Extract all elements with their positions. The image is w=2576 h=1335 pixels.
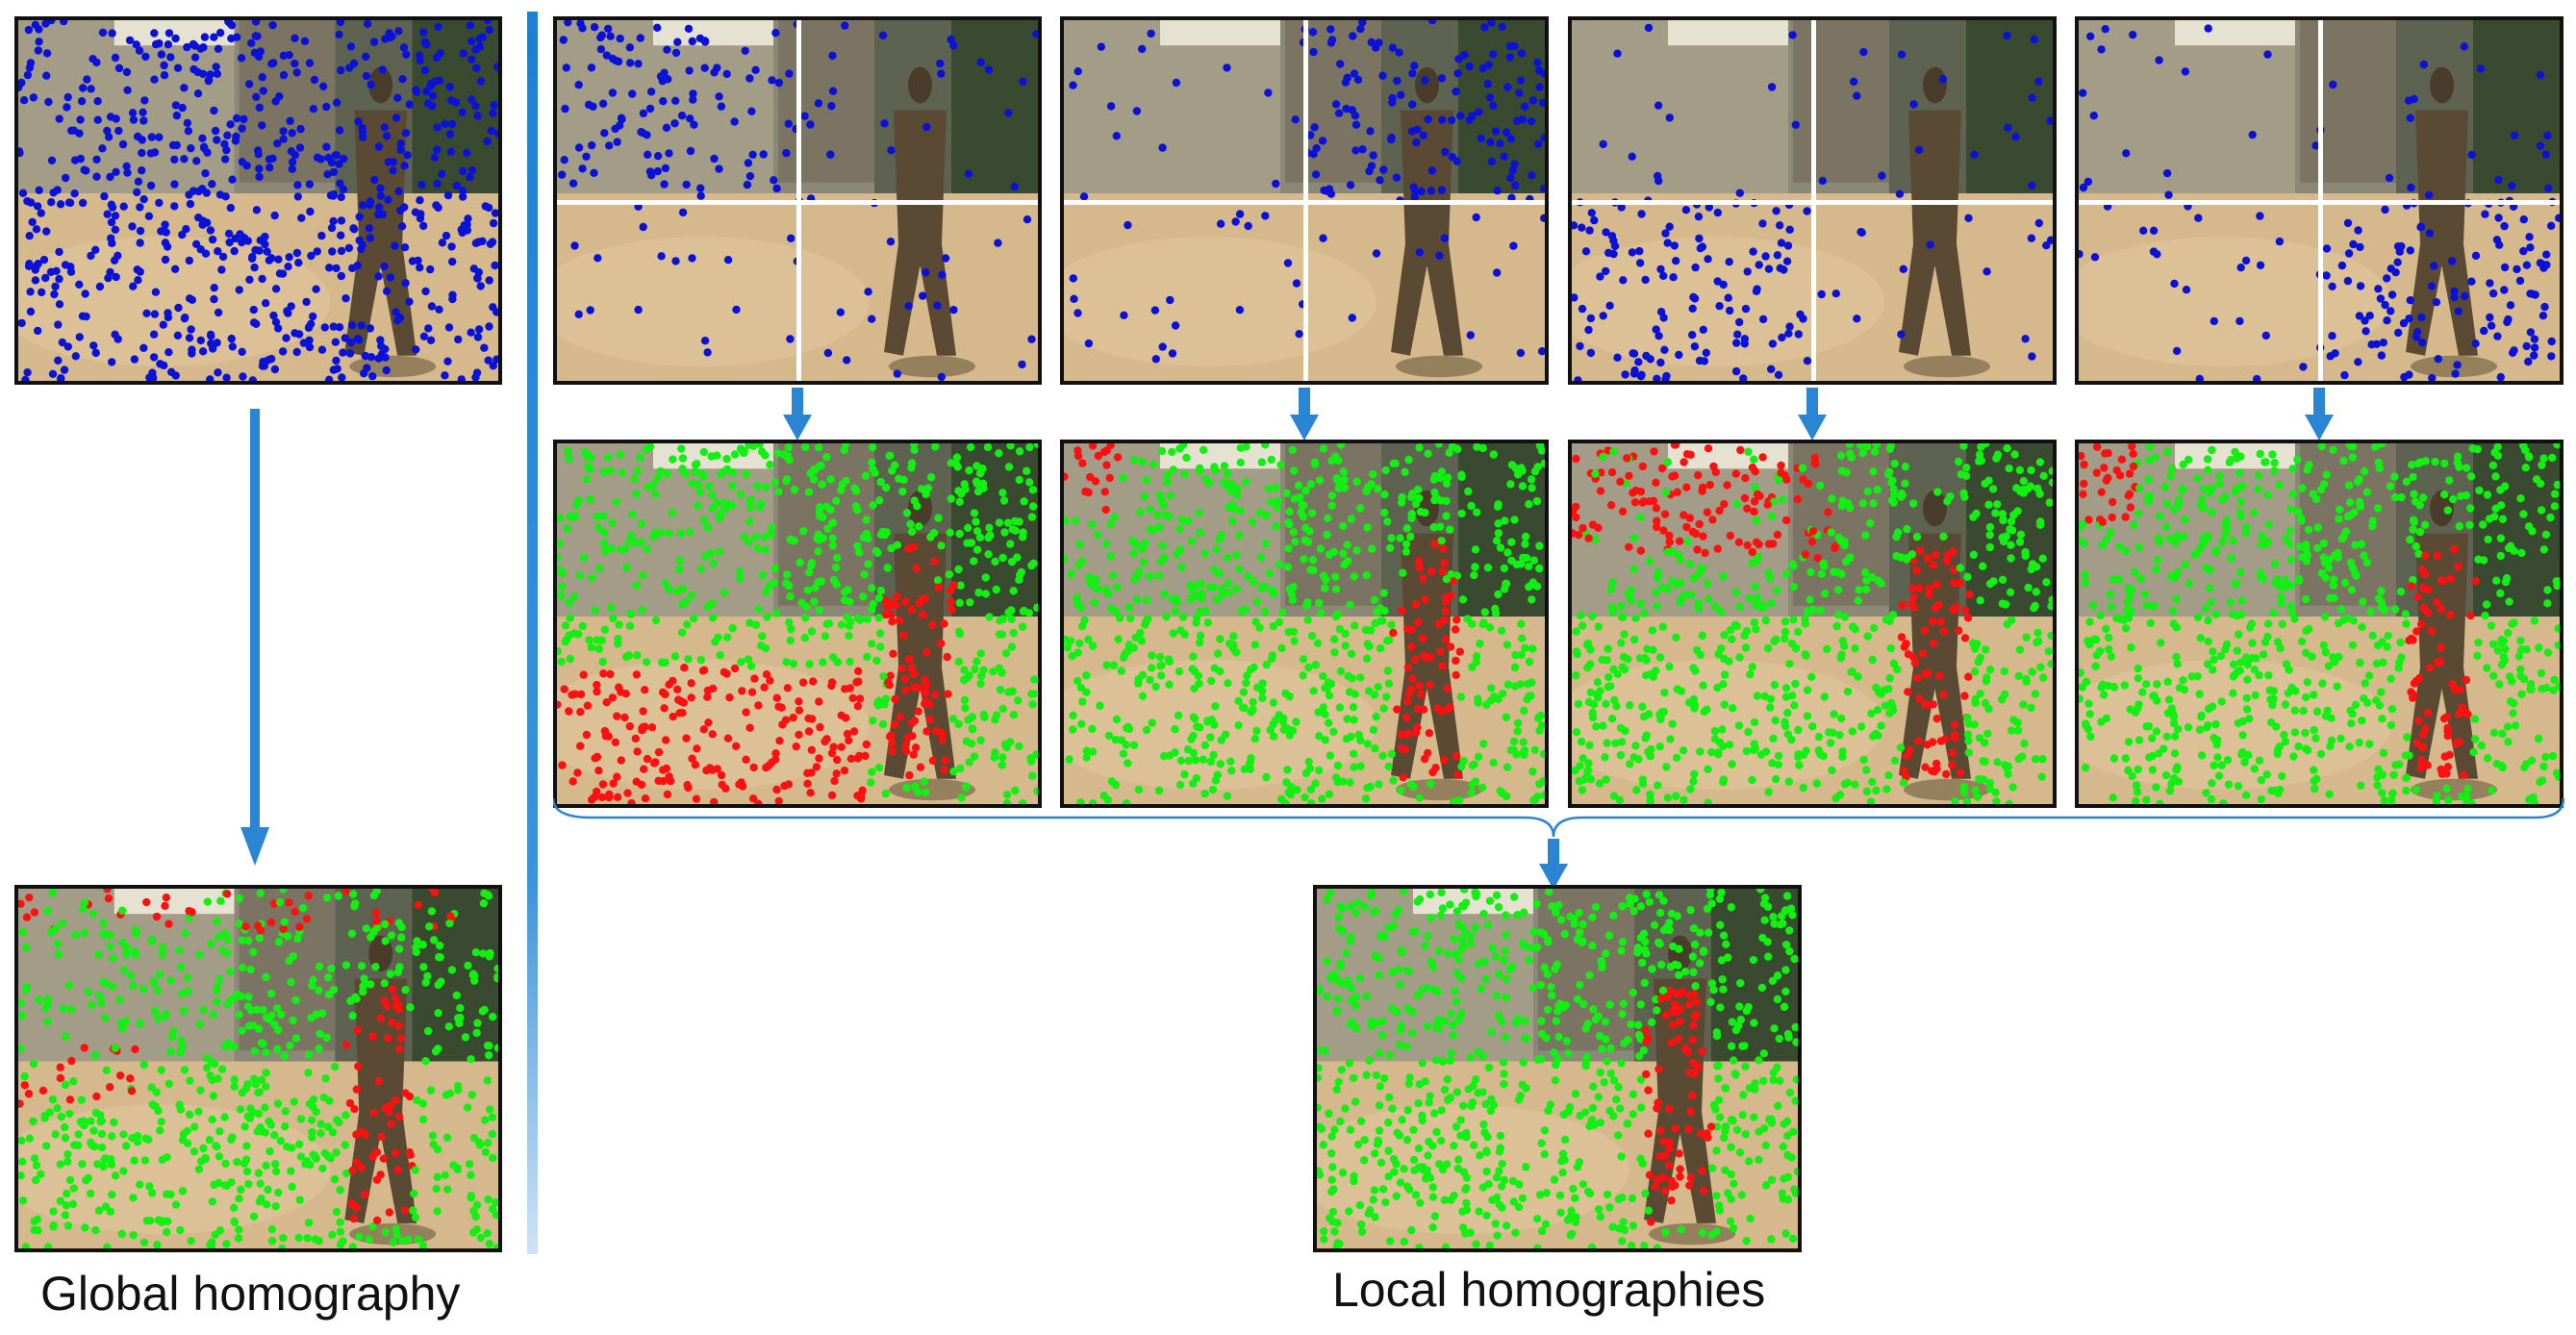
grid-line-horizontal	[557, 200, 1038, 205]
local-input-quadrant-top-left	[553, 16, 1042, 385]
global-homography-label: Global homography	[40, 1267, 461, 1321]
local-merged-result-image	[1313, 885, 1802, 1252]
global-down-arrow	[240, 409, 269, 866]
global-input-image	[14, 16, 502, 385]
global-result-image	[14, 885, 502, 1252]
merge-brace	[553, 798, 2565, 890]
scene-image	[1064, 20, 1545, 381]
local-result-quadrant-bottom-right	[2075, 440, 2563, 808]
scene-image	[1064, 443, 1545, 804]
scene-image	[557, 443, 1038, 804]
scene-image	[1317, 889, 1798, 1248]
local-input-quadrant-bottom-left	[1568, 16, 2057, 385]
grid-line-horizontal	[1064, 200, 1545, 205]
local-result-quadrant-top-left	[553, 440, 1042, 808]
local-input-quadrant-bottom-right	[2075, 16, 2563, 385]
column-separator	[527, 12, 538, 1254]
local-homographies-label: Local homographies	[1332, 1263, 1766, 1317]
scene-image	[2079, 443, 2560, 804]
local-result-quadrant-top-right	[1060, 440, 1549, 808]
local-down-arrow-4	[2305, 388, 2334, 441]
grid-line-horizontal	[1572, 200, 2053, 205]
local-result-quadrant-bottom-left	[1568, 440, 2057, 808]
scene-image	[18, 20, 498, 381]
local-down-arrow-2	[1290, 388, 1319, 441]
scene-image	[18, 889, 498, 1248]
local-down-arrow-3	[1798, 388, 1827, 441]
local-down-arrow-1	[783, 388, 812, 441]
local-input-quadrant-top-right	[1060, 16, 1549, 385]
scene-image	[1572, 443, 2053, 804]
grid-line-horizontal	[2079, 200, 2560, 205]
